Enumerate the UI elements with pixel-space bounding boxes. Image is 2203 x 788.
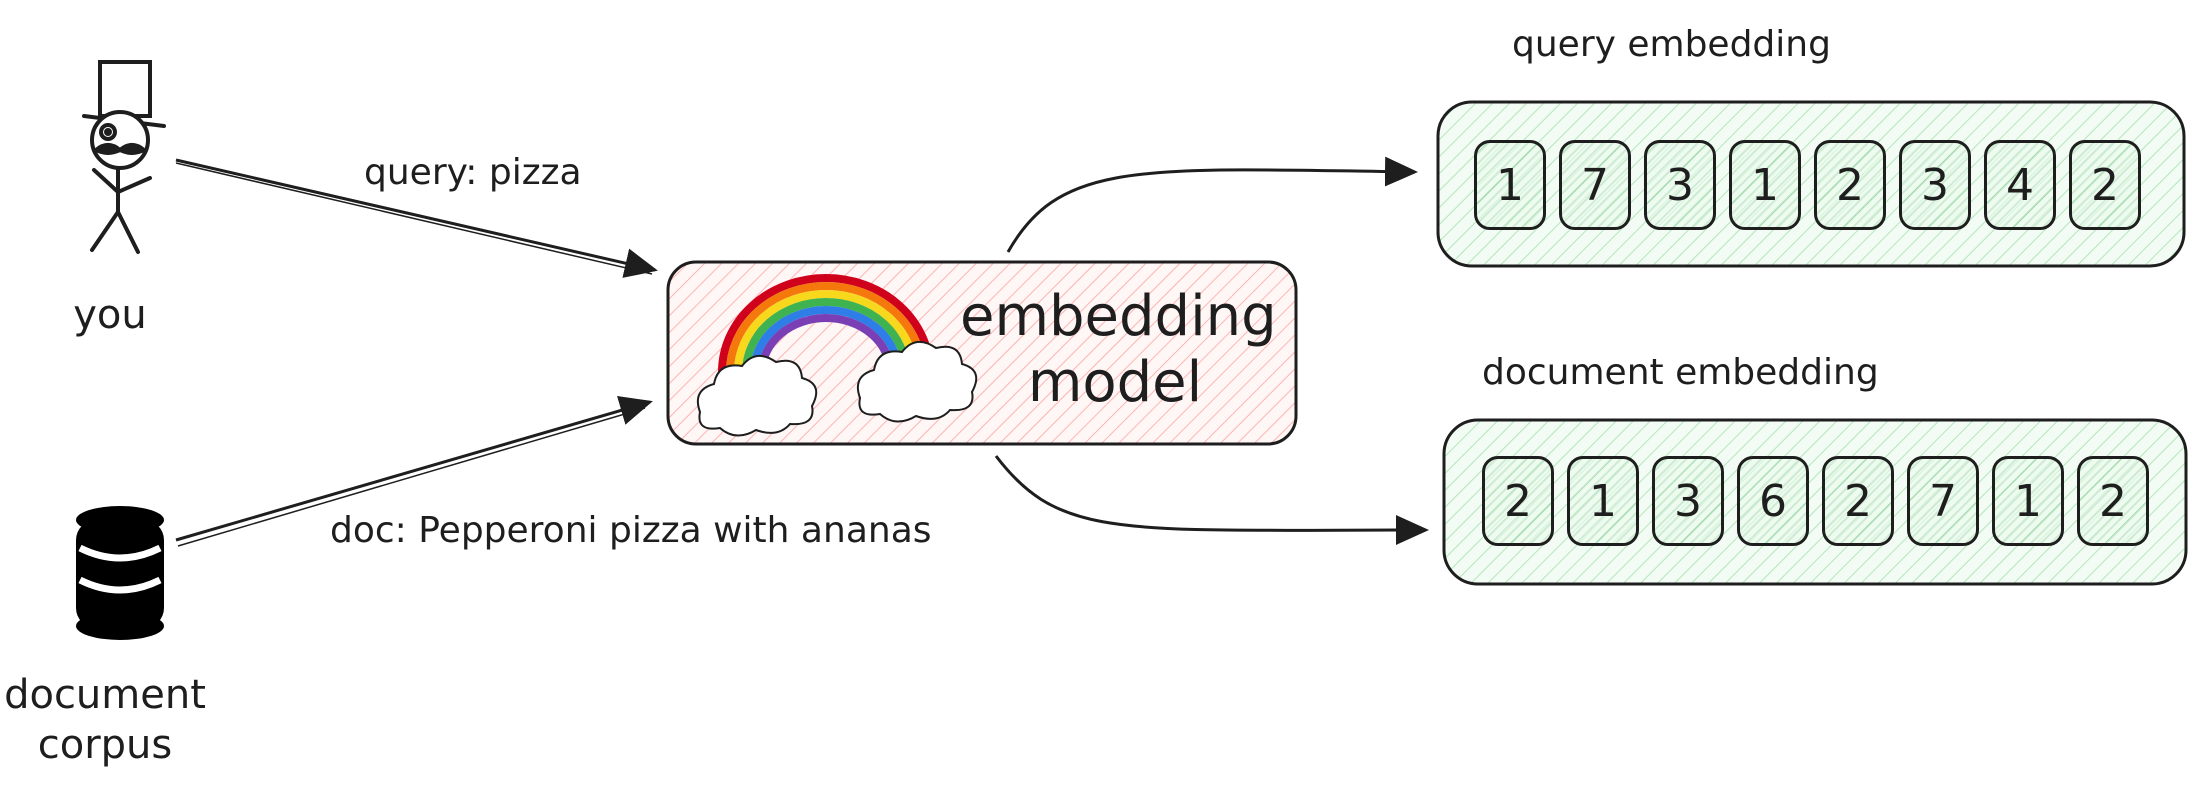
database-icon bbox=[76, 506, 164, 640]
query-embedding-cell: 1 bbox=[1474, 140, 1546, 230]
document-embedding-cell: 6 bbox=[1737, 456, 1809, 546]
document-embedding-title: document embedding bbox=[1482, 352, 1879, 393]
query-embedding-cell: 3 bbox=[1899, 140, 1971, 230]
document-embedding-cell: 7 bbox=[1907, 456, 1979, 546]
document-embedding-arrow bbox=[994, 455, 1429, 546]
query-embedding-cell: 7 bbox=[1559, 140, 1631, 230]
document-embedding-cell: 1 bbox=[1992, 456, 2064, 546]
document-embedding-cell: 3 bbox=[1652, 456, 1724, 546]
query-embedding-cell: 1 bbox=[1729, 140, 1801, 230]
query-embedding-title: query embedding bbox=[1512, 24, 1831, 65]
document-arrow bbox=[175, 395, 653, 547]
cloud-icon bbox=[696, 341, 978, 437]
document-embedding-cell: 1 bbox=[1567, 456, 1639, 546]
corpus-label: document corpus bbox=[4, 672, 206, 768]
query-embedding-cell: 2 bbox=[1814, 140, 1886, 230]
query-embedding-arrow bbox=[1006, 156, 1418, 253]
query-arrow bbox=[175, 158, 658, 278]
rainbow-icon bbox=[718, 274, 934, 373]
document-embedding-box bbox=[1442, 418, 2188, 586]
document-edge-label: doc: Pepperoni pizza with ananas bbox=[330, 510, 932, 551]
you-label: you bbox=[73, 292, 147, 338]
query-edge-label: query: pizza bbox=[364, 152, 582, 193]
query-embedding-cell: 3 bbox=[1644, 140, 1716, 230]
document-embedding-cell: 2 bbox=[1822, 456, 1894, 546]
query-embedding-cell: 4 bbox=[1984, 140, 2056, 230]
embedding-model-label: embedding model bbox=[960, 284, 1277, 415]
document-embedding-cell: 2 bbox=[2077, 456, 2149, 546]
query-embedding-cell: 2 bbox=[2069, 140, 2141, 230]
person-icon bbox=[82, 60, 166, 254]
document-embedding-cell: 2 bbox=[1482, 456, 1554, 546]
